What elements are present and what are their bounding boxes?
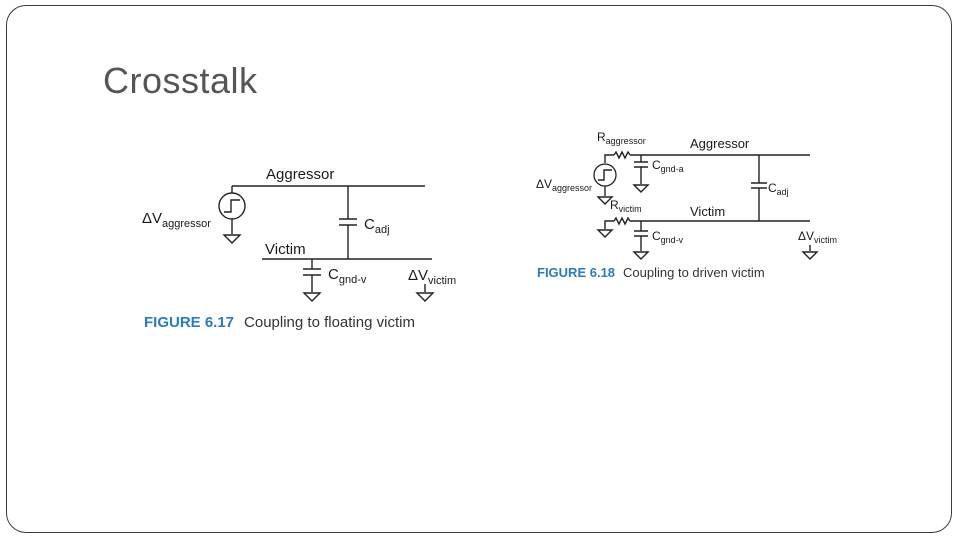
aggr-source-ground-symbol [596, 196, 614, 205]
aggressor-voltage-source-618 [593, 163, 617, 187]
cadj-capacitor [339, 218, 357, 226]
aggressor-label-618: Aggressor [690, 136, 750, 151]
r-aggressor-label: Raggressor [597, 130, 646, 146]
victim-dv-label-618: ΔVvictim [798, 229, 837, 245]
cgndv-label-618: Cgnd-v [652, 229, 684, 245]
cgnda-ground-symbol [632, 184, 650, 193]
r-victim-ground-symbol [596, 229, 614, 238]
cgnda-capacitor [634, 161, 648, 168]
cgnd-ground-symbol [302, 292, 322, 302]
cgnd-capacitor [303, 268, 321, 276]
cadj-capacitor-618 [751, 182, 767, 189]
cgnda-label: Cgnd-a [652, 158, 684, 174]
cadj-label-618: Cadj [768, 181, 789, 197]
source-ground-symbol [222, 234, 242, 244]
cadj-label: Cadj [364, 216, 390, 236]
slide-title: Crosstalk [103, 60, 258, 101]
aggressor-voltage-source [218, 192, 246, 220]
victim-ground-symbol-618 [801, 251, 819, 260]
victim-label: Victim [265, 241, 306, 258]
r-aggressor-resistor [613, 150, 631, 160]
victim-dv-label: ΔVvictim [408, 267, 456, 287]
source-label-618: ΔVaggressor [536, 177, 592, 193]
slide-frame [6, 5, 952, 533]
victim-ground-symbol [415, 292, 435, 302]
aggr-source-lead [604, 154, 614, 163]
victim-label-618: Victim [690, 204, 725, 219]
source-label: ΔVaggressor [142, 210, 211, 230]
aggressor-label: Aggressor [266, 166, 334, 183]
figure-6-17: ΔVaggressor Aggressor Cadj Victim Cgnd-v… [142, 166, 456, 331]
cgnd-label: Cgnd-v [328, 266, 367, 286]
r-victim-resistor [613, 216, 631, 226]
cgndv-ground-symbol-618 [632, 251, 650, 260]
figure-6-18: Raggressor Aggressor Cgnd-a ΔVaggressor … [536, 130, 837, 280]
r-victim-ground-lead [604, 220, 614, 229]
r-victim-label: Rvictim [610, 198, 642, 214]
cgndv-capacitor-618 [634, 230, 648, 237]
